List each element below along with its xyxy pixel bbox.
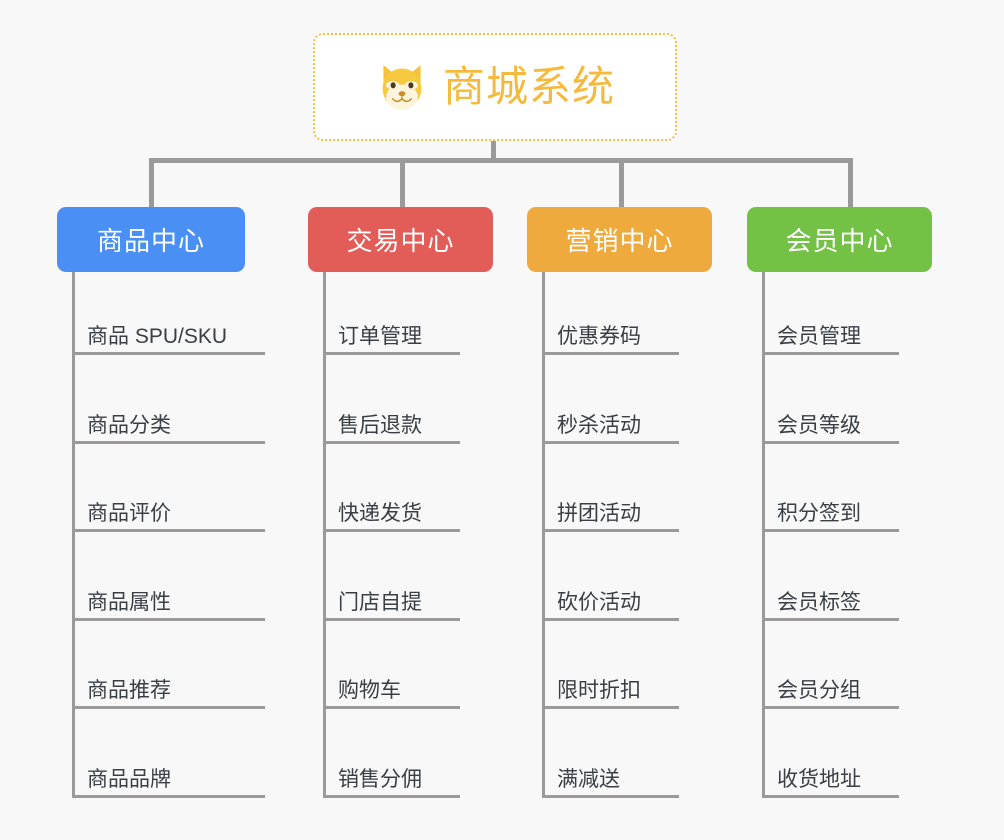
leaf-item[interactable]: 商品属性 (57, 577, 265, 621)
leaf-item[interactable]: 限时折扣 (527, 665, 679, 709)
leaf-item-rule (542, 617, 679, 621)
leaf-item-label: 会员管理 (777, 325, 861, 348)
connector-drop-4 (848, 158, 853, 209)
leaf-item[interactable]: 优惠券码 (527, 311, 679, 355)
leaf-item-rule (762, 529, 899, 532)
leaf-item[interactable]: 商品推荐 (57, 665, 265, 709)
leaf-item-label: 会员等级 (777, 413, 861, 437)
leaf-item-rule (323, 794, 460, 798)
leaf-item-rule (542, 706, 679, 709)
leaf-item[interactable]: 拼团活动 (527, 488, 679, 532)
leaf-item-label: 砍价活动 (557, 590, 641, 614)
leaf-item-label: 会员标签 (777, 590, 861, 614)
leaf-item[interactable]: 收货地址 (747, 754, 899, 798)
leaf-item-label: 商品评价 (87, 502, 171, 525)
leaf-item[interactable]: 快递发货 (308, 488, 460, 532)
leaf-item-label: 商品品牌 (87, 767, 171, 791)
leaf-item-rule (762, 440, 899, 444)
leaf-item[interactable]: 订单管理 (308, 311, 460, 355)
leaf-item-rule (762, 706, 899, 709)
branch-header-4[interactable]: 会员中心 (747, 207, 932, 272)
leaf-item-label: 销售分佣 (338, 767, 422, 791)
leaf-item-label: 门店自提 (338, 590, 422, 614)
leaf-item-rule (323, 706, 460, 709)
branch-header-label: 营销中心 (565, 226, 674, 256)
leaf-item[interactable]: 商品 SPU/SKU (57, 311, 265, 355)
branch-header-label: 商品中心 (96, 226, 205, 256)
leaf-item-label: 拼团活动 (557, 502, 641, 525)
leaf-item[interactable]: 购物车 (308, 665, 460, 709)
connector-root-stem (491, 141, 496, 162)
branch-header-2[interactable]: 交易中心 (308, 207, 493, 272)
leaf-item-rule (542, 794, 679, 798)
branch-spine-3 (542, 272, 545, 798)
leaf-item-label: 售后退款 (338, 413, 422, 437)
leaf-item[interactable]: 商品品牌 (57, 754, 265, 798)
root-node[interactable]: 商城系统 (313, 33, 677, 141)
leaf-item-rule (323, 440, 460, 444)
branch-header-label: 会员中心 (785, 226, 894, 256)
leaf-item[interactable]: 砍价活动 (527, 577, 679, 621)
leaf-item-label: 优惠券码 (557, 325, 641, 348)
leaf-item-label: 积分签到 (777, 502, 861, 525)
leaf-item-rule (762, 352, 899, 355)
leaf-item-label: 收货地址 (777, 767, 861, 791)
connector-drop-2 (400, 158, 405, 209)
leaf-item[interactable]: 满减送 (527, 754, 679, 798)
leaf-item-rule (72, 617, 265, 621)
leaf-item-rule (72, 529, 265, 532)
leaf-item-rule (542, 440, 679, 444)
leaf-item-rule (323, 617, 460, 621)
leaf-item[interactable]: 会员分组 (747, 665, 899, 709)
branch-header-1[interactable]: 商品中心 (57, 207, 245, 272)
dog-face-icon (382, 65, 422, 113)
leaf-item-rule (72, 352, 265, 355)
leaf-item[interactable]: 门店自提 (308, 577, 460, 621)
leaf-item[interactable]: 商品评价 (57, 488, 265, 532)
branch-spine-4 (762, 272, 765, 798)
leaf-item-rule (542, 529, 679, 532)
leaf-item[interactable]: 会员等级 (747, 400, 899, 444)
leaf-item-rule (762, 617, 899, 621)
connector-drop-3 (619, 158, 624, 209)
leaf-item[interactable]: 积分签到 (747, 488, 899, 532)
leaf-item-label: 快递发货 (338, 502, 422, 525)
branch-spine-2 (323, 272, 326, 798)
leaf-item-rule (323, 352, 460, 355)
leaf-item-rule (72, 706, 265, 709)
branch-spine-1 (72, 272, 75, 798)
leaf-item[interactable]: 会员管理 (747, 311, 899, 355)
leaf-item-rule (72, 440, 265, 444)
leaf-item-label: 购物车 (338, 679, 401, 702)
leaf-item[interactable]: 销售分佣 (308, 754, 460, 798)
branch-header-3[interactable]: 营销中心 (527, 207, 712, 272)
leaf-item[interactable]: 商品分类 (57, 400, 265, 444)
leaf-item-label: 会员分组 (777, 679, 861, 702)
leaf-item-label: 商品 SPU/SKU (87, 325, 228, 348)
leaf-item-label: 商品属性 (87, 590, 171, 614)
connector-bus (149, 158, 853, 163)
leaf-item-label: 商品推荐 (87, 679, 171, 702)
connector-drop-1 (149, 158, 154, 209)
leaf-item-label: 满减送 (557, 767, 620, 791)
leaf-item-rule (762, 794, 899, 798)
root-title: 商城系统 (442, 63, 615, 110)
branch-header-label: 交易中心 (346, 226, 455, 256)
leaf-item-rule (72, 794, 265, 798)
leaf-item-label: 订单管理 (338, 325, 422, 348)
leaf-item[interactable]: 售后退款 (308, 400, 460, 444)
leaf-item-label: 商品分类 (87, 413, 171, 437)
leaf-item-rule (323, 529, 460, 532)
leaf-item[interactable]: 会员标签 (747, 577, 899, 621)
leaf-item[interactable]: 秒杀活动 (527, 400, 679, 444)
leaf-item-label: 限时折扣 (557, 679, 641, 702)
leaf-item-rule (542, 352, 679, 355)
leaf-item-label: 秒杀活动 (557, 413, 641, 437)
